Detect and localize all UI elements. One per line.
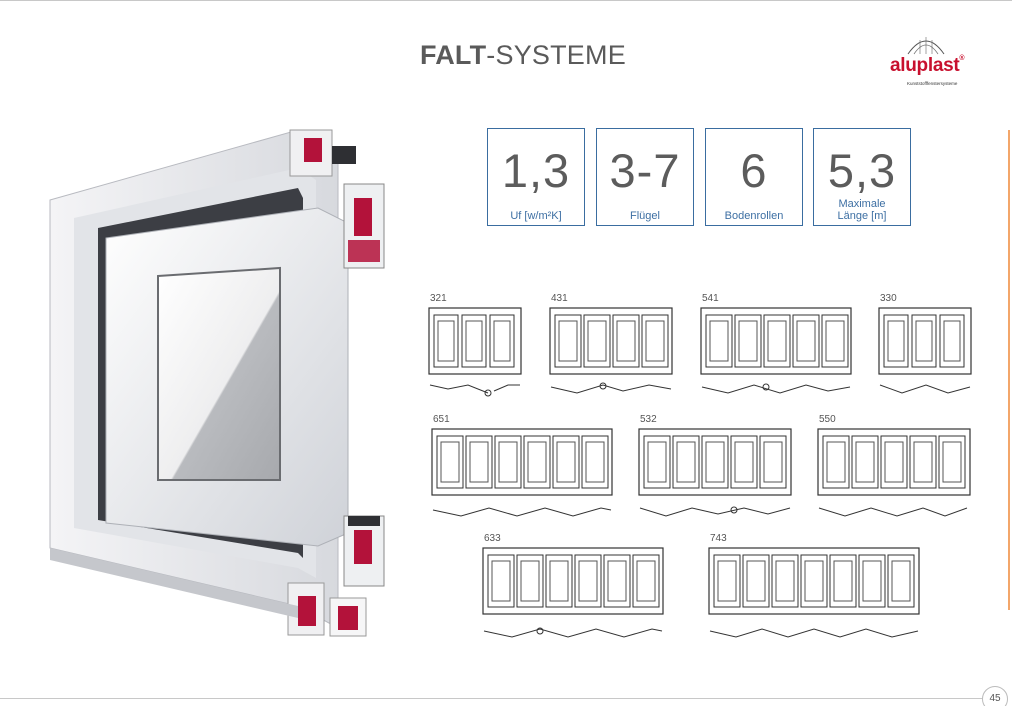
- stat-label: Maximale Länge [m]: [837, 198, 887, 222]
- stat-label: Uf [w/m²K]: [510, 210, 562, 222]
- page-number: 45: [982, 686, 1008, 706]
- fold-diagram-icon: [878, 307, 972, 394]
- logo-wordmark: aluplast®: [890, 55, 965, 76]
- stat-value: 6: [740, 144, 768, 197]
- logo-arc-icon: [907, 37, 945, 55]
- fold-diagram-icon: [431, 428, 613, 517]
- fold-diagram-icon: [428, 307, 522, 397]
- diagram-label: 651: [433, 414, 450, 425]
- diagram-label: 431: [551, 293, 568, 304]
- window-profile-photo: [49, 129, 385, 637]
- fold-diagram-icon: [638, 428, 792, 517]
- stat-value: 3-7: [609, 144, 681, 197]
- fold-diagram-icon: [708, 547, 920, 638]
- stat-label: Bodenrollen: [724, 210, 784, 222]
- diagram-label: 321: [430, 293, 447, 304]
- diagram-label: 330: [880, 293, 897, 304]
- footer-line: [0, 698, 982, 699]
- title-bold: FALT: [420, 40, 487, 70]
- diagram-label: 550: [819, 414, 836, 425]
- fold-diagram-icon: [817, 428, 971, 517]
- stat-value: 1,3: [501, 144, 571, 197]
- title-rest: -SYSTEME: [486, 40, 626, 70]
- page-title: FALT-SYSTEME: [420, 40, 626, 71]
- fold-diagram-icon: [700, 307, 852, 394]
- stat-fluegel: 3-7 Flügel: [596, 128, 694, 226]
- stat-value: 5,3: [827, 144, 897, 197]
- stat-bodenrollen: 6 Bodenrollen: [705, 128, 803, 226]
- stat-uf: 1,3 Uf [w/m²K]: [487, 128, 585, 226]
- aluplast-logo: aluplast® Kunststofffenstersysteme: [890, 30, 988, 90]
- stat-label: Flügel: [630, 210, 660, 222]
- diagram-label: 541: [702, 293, 719, 304]
- accent-line: [1008, 130, 1010, 610]
- diagram-label: 633: [484, 533, 501, 544]
- logo-tagline: Kunststofffenstersysteme: [907, 81, 958, 86]
- fold-diagram-icon: [549, 307, 673, 394]
- fold-diagram-icon: [482, 547, 664, 638]
- diagram-label: 743: [710, 533, 727, 544]
- stat-laenge: 5,3 Maximale Länge [m]: [813, 128, 911, 226]
- diagram-label: 532: [640, 414, 657, 425]
